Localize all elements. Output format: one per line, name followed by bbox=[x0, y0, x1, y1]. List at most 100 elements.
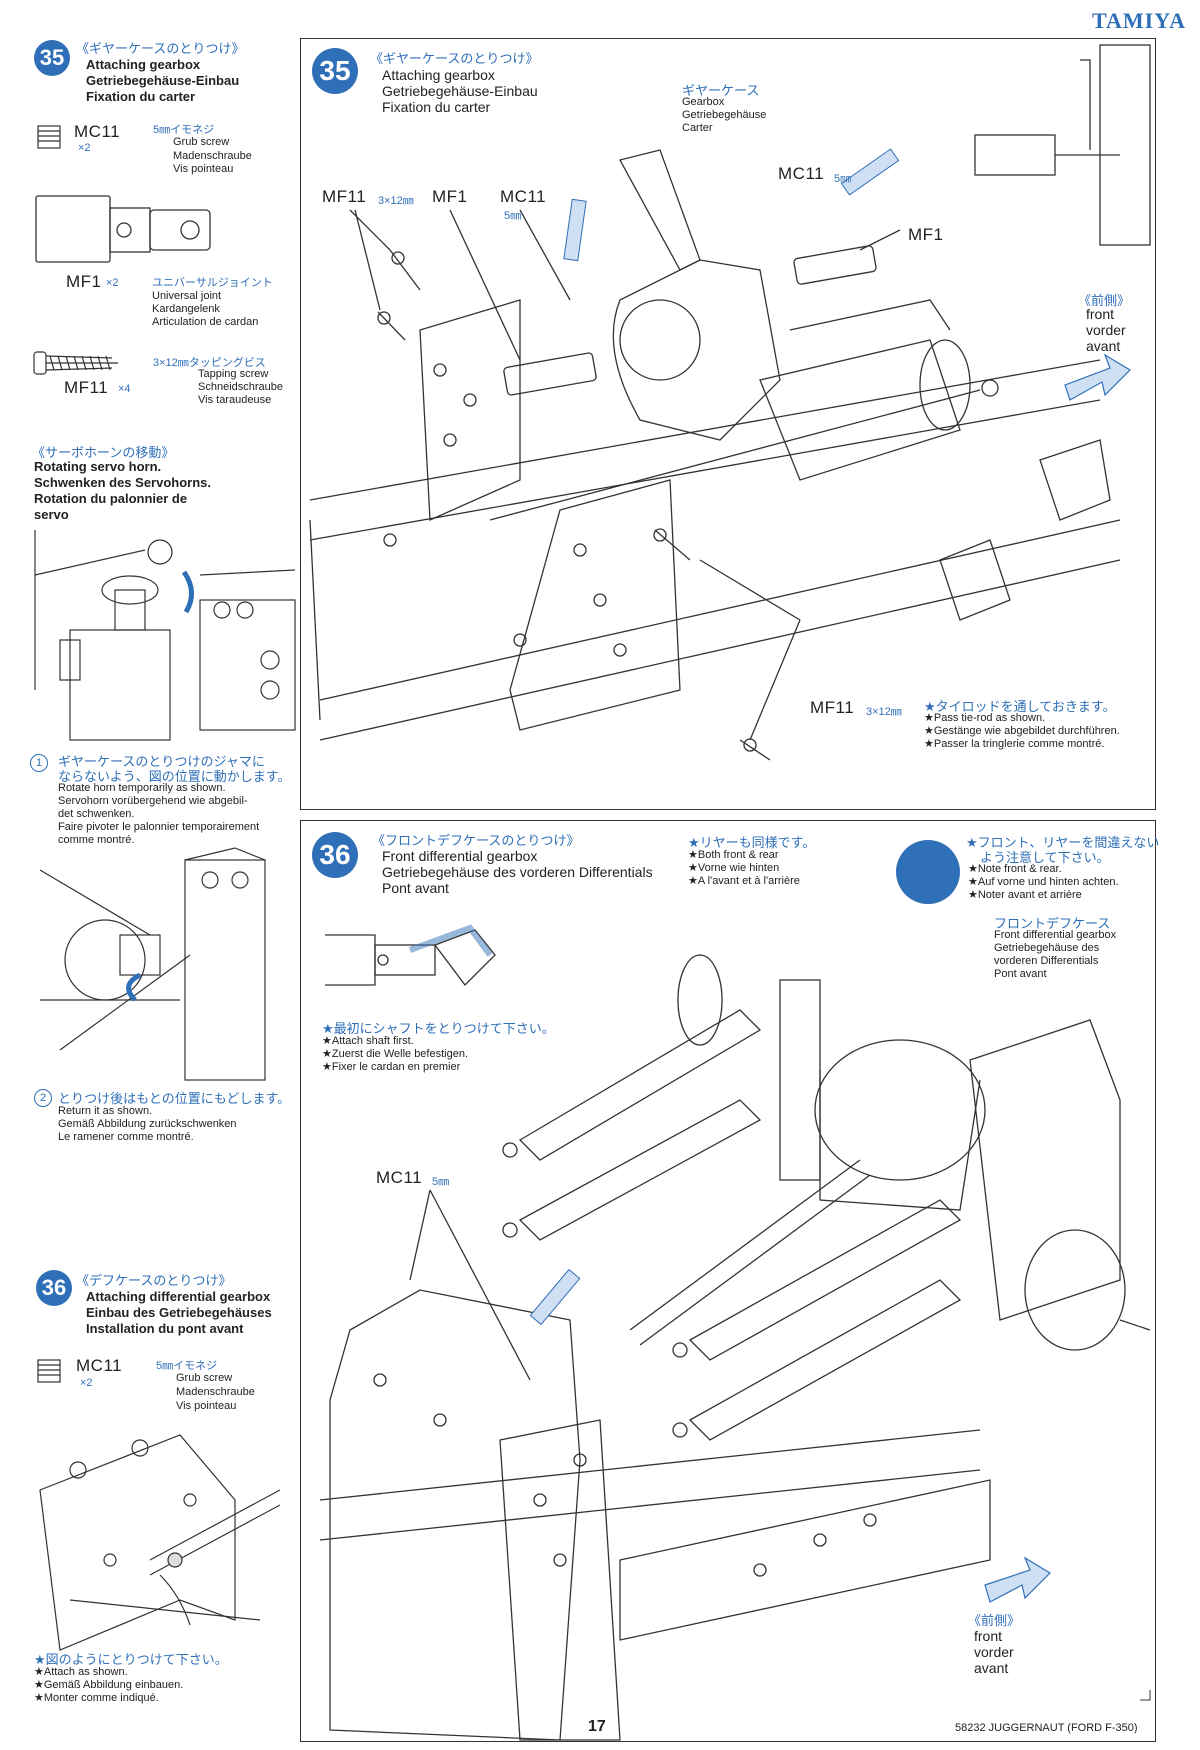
panel35-title-fr: Fixation du carter bbox=[382, 99, 491, 115]
fdiff-label-de2: vorderen Differentials bbox=[994, 955, 1099, 967]
tierod-de: ★Gestänge wie abgebildet durchführen. bbox=[924, 725, 1120, 737]
fdiff-label-jp: フロントデフケース bbox=[994, 916, 1111, 931]
panel36-label-mc11: MC11 bbox=[376, 1168, 423, 1187]
part-mc11-de: Madenschraube bbox=[173, 150, 252, 162]
part-mc11-qty: ×2 bbox=[78, 142, 91, 154]
part-mc11-jp: 5㎜イモネジ bbox=[153, 124, 215, 136]
servo-horn-drawing bbox=[34, 530, 296, 741]
note1-fr2: comme montré. bbox=[58, 834, 135, 846]
label-mf11-size: 3×12㎜ bbox=[378, 195, 414, 207]
diff-install-drawing bbox=[39, 1434, 281, 1651]
panel36-front-de: vorder bbox=[974, 1644, 1014, 1660]
tapping-screw-icon bbox=[33, 351, 118, 375]
note1-de1: Servohorn vorübergehend wie abgebil- bbox=[58, 795, 248, 807]
note2-fr: Le ramener comme montré. bbox=[58, 1131, 194, 1143]
panel36-front-en: front bbox=[974, 1628, 1003, 1644]
note1-en: Rotate horn temporarily as shown. bbox=[58, 782, 226, 794]
step36-badge: 36 bbox=[36, 1270, 72, 1306]
step36-title-jp: 《デフケースのとりつけ》 bbox=[76, 1273, 232, 1288]
servo-return-drawing bbox=[39, 847, 266, 1081]
gearbox-label-fr: Carter bbox=[682, 122, 713, 134]
part-mc11-fr: Vis pointeau bbox=[173, 163, 234, 175]
tierod-en: ★Pass tie-rod as shown. bbox=[924, 712, 1046, 724]
panel35-title-de: Getriebegehäuse-Einbau bbox=[382, 83, 538, 99]
label-mc11: MC11 bbox=[500, 187, 547, 206]
rear-note-fr: ★A l'avant et à l'arrière bbox=[688, 875, 800, 887]
shaft-note-en: ★Attach shaft first. bbox=[322, 1035, 414, 1047]
frontrear-note-de: ★Auf vorne und hinten achten. bbox=[968, 876, 1119, 888]
step36-title-fr: Installation du pont avant bbox=[86, 1321, 244, 1336]
fdiff-label-fr: Pont avant bbox=[994, 968, 1047, 980]
step35-badge: 35 bbox=[34, 40, 70, 76]
note1-jp2: ならないよう、図の位置に動かします。 bbox=[58, 769, 291, 784]
gearbox-label-jp: ギヤーケース bbox=[682, 83, 760, 98]
part-mf1-de: Kardangelenk bbox=[152, 303, 220, 315]
frontrear-note-en: ★Note front & rear. bbox=[968, 863, 1062, 875]
rear-note-jp: ★リヤーも同様です。 bbox=[688, 835, 816, 850]
frontrear-note-jp1: ★フロント、リヤーを間違えない bbox=[966, 835, 1160, 850]
gearbox-label-de: Getriebegehäuse bbox=[682, 109, 767, 121]
part-mf11-code: MF11 bbox=[64, 378, 109, 397]
panel35-title-jp: 《ギヤーケースのとりつけ》 bbox=[370, 51, 539, 66]
front-label-fr: avant bbox=[1086, 338, 1121, 354]
note2-en: Return it as shown. bbox=[58, 1105, 153, 1117]
note1-fr1: Faire pivoter le palonnier temporairemen… bbox=[58, 821, 260, 833]
part-mc11-code: MC11 bbox=[74, 122, 121, 141]
part-mf11-de: Schneidschraube bbox=[198, 381, 284, 393]
part-mf1-jp: ユニバーサルジョイント bbox=[152, 277, 273, 289]
part-mc11-en: Grub screw bbox=[173, 136, 230, 148]
step35-title-en: Attaching gearbox bbox=[86, 57, 201, 72]
part-mf1-fr: Articulation de cardan bbox=[152, 316, 259, 328]
label-mf1: MF1 bbox=[432, 187, 468, 206]
shaft-note-jp: ★最初にシャフトをとりつけて下さい。 bbox=[322, 1021, 555, 1036]
part36-fr: Vis pointeau bbox=[176, 1400, 237, 1412]
attach-de: ★Gemäß Abbildung einbauen. bbox=[34, 1679, 184, 1691]
servo-title-de: Schwenken des Servohorns. bbox=[34, 475, 212, 490]
part-mf11-jp: 3×12㎜タッピングビス bbox=[153, 357, 266, 369]
step35-panel bbox=[300, 38, 1156, 810]
panel36-title-jp: 《フロントデフケースのとりつけ》 bbox=[372, 833, 580, 848]
tierod-jp: ★タイロッドを通しておきます。 bbox=[924, 699, 1116, 714]
part-mf1-en: Universal joint bbox=[152, 290, 222, 302]
panel36-label-5mm: 5㎜ bbox=[432, 1176, 450, 1188]
fdiff-label-en: Front differential gearbox bbox=[994, 929, 1117, 941]
note2-jp: とりつけ後はもとの位置にもどします。 bbox=[58, 1091, 291, 1106]
step35-title-jp: 《ギヤーケースのとりつけ》 bbox=[76, 41, 245, 56]
note1-number: 1 bbox=[30, 754, 48, 772]
front-label-en: front bbox=[1086, 306, 1115, 322]
note1-de2: det schwenken. bbox=[58, 808, 135, 820]
step36-title-de: Einbau des Getriebegehäuses bbox=[86, 1305, 272, 1320]
part36-en: Grub screw bbox=[176, 1372, 233, 1384]
part36-code: MC11 bbox=[76, 1356, 123, 1375]
part36-de: Madenschraube bbox=[176, 1386, 255, 1398]
step35-title-de: Getriebegehäuse-Einbau bbox=[86, 73, 240, 88]
panel36-title-de: Getriebegehäuse des vorderen Differentia… bbox=[382, 864, 653, 880]
fdiff-label-de1: Getriebegehäuse des bbox=[994, 942, 1100, 954]
attach-fr: ★Monter comme indiqué. bbox=[34, 1692, 159, 1704]
panel36-front-jp: 《前側》 bbox=[968, 1613, 1021, 1628]
note2-de: Gemäß Abbildung zurückschwenken bbox=[58, 1118, 237, 1130]
label-mf1-right: MF1 bbox=[908, 225, 944, 244]
attach-en: ★Attach as shown. bbox=[34, 1666, 128, 1678]
label-mf11-bottom-size: 3×12㎜ bbox=[866, 706, 902, 718]
label-mf11-bottom: MF11 bbox=[810, 698, 855, 717]
front-label-jp: 《前側》 bbox=[1078, 293, 1131, 308]
panel36-badge: 36 bbox=[312, 832, 358, 878]
panel36-title-fr: Pont avant bbox=[382, 880, 449, 896]
rear-note-de: ★Vorne wie hinten bbox=[688, 862, 780, 874]
grub-screw-icon-36 bbox=[37, 1359, 61, 1383]
part-mf11-en: Tapping screw bbox=[198, 368, 269, 380]
servo-title-fr1: Rotation du palonnier de bbox=[34, 491, 188, 506]
part36-qty: ×2 bbox=[80, 1377, 93, 1389]
panel36-title-en: Front differential gearbox bbox=[382, 848, 538, 864]
panel35-title-en: Attaching gearbox bbox=[382, 67, 495, 83]
part-mf11-qty: ×4 bbox=[118, 383, 131, 395]
rear-note-en: ★Both front & rear bbox=[688, 849, 779, 861]
step36-title-en: Attaching differential gearbox bbox=[86, 1289, 271, 1304]
panel36-front-fr: avant bbox=[974, 1660, 1009, 1676]
label-mc11-right-5mm: 5㎜ bbox=[834, 173, 852, 185]
tierod-fr: ★Passer la tringlerie comme montré. bbox=[924, 738, 1105, 750]
attach-jp: ★図のようにとりつけて下さい。 bbox=[34, 1652, 228, 1667]
part36-jp: 5㎜イモネジ bbox=[156, 1360, 218, 1372]
footer-model: 58232 JUGGERNAUT (FORD F-350) bbox=[955, 1722, 1138, 1734]
